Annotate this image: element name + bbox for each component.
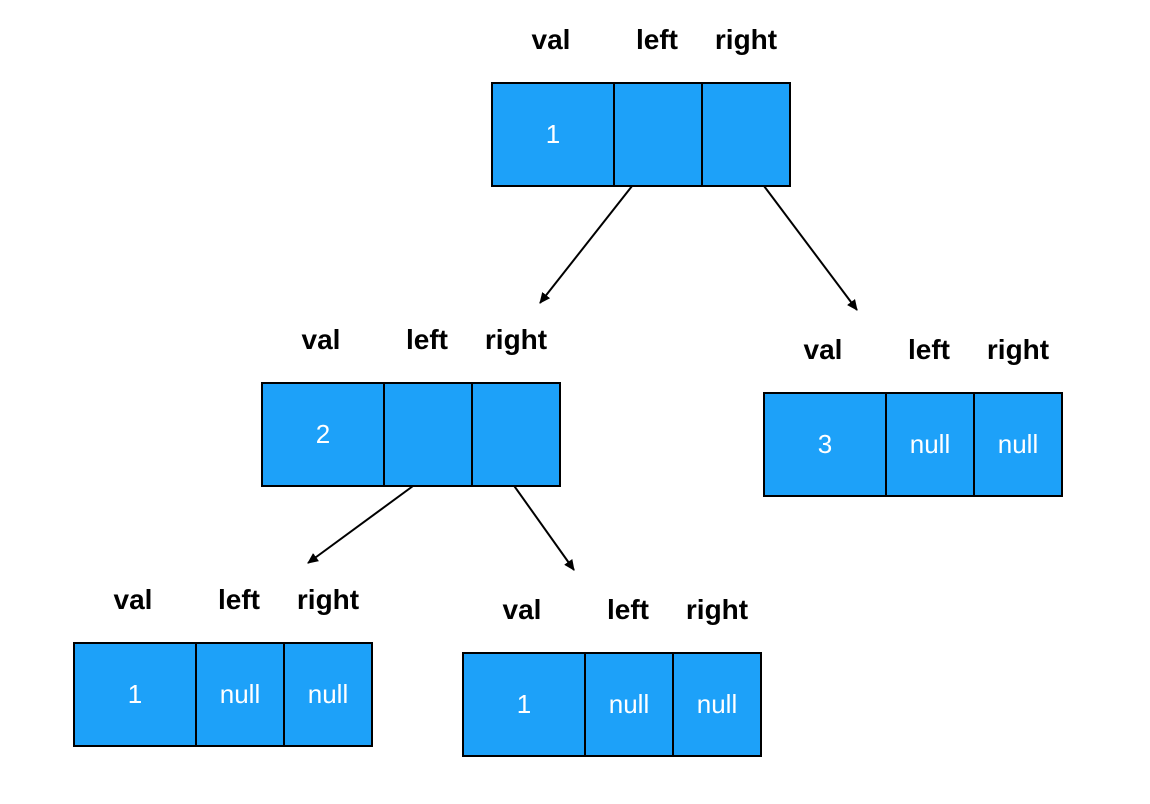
right-header: right bbox=[714, 24, 778, 55]
tree-node-3: val left right 3 null null bbox=[763, 330, 1063, 500]
left-header: left bbox=[607, 594, 649, 625]
val-cell: 1 bbox=[73, 642, 197, 747]
val-header: val bbox=[113, 584, 153, 615]
val-cell: 1 bbox=[462, 652, 586, 757]
right-pointer-cell bbox=[471, 382, 561, 487]
right-pointer-cell: null bbox=[283, 642, 373, 747]
tree-node-root: val left right 1 bbox=[491, 20, 791, 190]
right-pointer-cell: null bbox=[973, 392, 1063, 497]
val-header: val bbox=[301, 324, 341, 355]
right-header: right bbox=[484, 324, 548, 355]
val-header: val bbox=[803, 334, 843, 365]
left-header: left bbox=[636, 24, 678, 55]
left-pointer-cell bbox=[613, 82, 703, 187]
right-header: right bbox=[685, 594, 749, 625]
left-header: left bbox=[218, 584, 260, 615]
val-cell: 2 bbox=[261, 382, 385, 487]
val-header: val bbox=[502, 594, 542, 625]
left-header: left bbox=[908, 334, 950, 365]
tree-node-left-leaf: val left right 1 null null bbox=[73, 580, 373, 750]
left-pointer-cell: null bbox=[885, 392, 975, 497]
val-cell: 3 bbox=[763, 392, 887, 497]
left-header: left bbox=[406, 324, 448, 355]
left-pointer-cell bbox=[383, 382, 473, 487]
val-header: val bbox=[531, 24, 571, 55]
right-pointer-cell: null bbox=[672, 652, 762, 757]
val-cell: 1 bbox=[491, 82, 615, 187]
right-header: right bbox=[296, 584, 360, 615]
tree-node-right-leaf: val left right 1 null null bbox=[462, 590, 762, 760]
right-header: right bbox=[986, 334, 1050, 365]
tree-node-2: val left right 2 bbox=[261, 320, 561, 490]
left-pointer-cell: null bbox=[584, 652, 674, 757]
left-pointer-cell: null bbox=[195, 642, 285, 747]
right-pointer-cell bbox=[701, 82, 791, 187]
